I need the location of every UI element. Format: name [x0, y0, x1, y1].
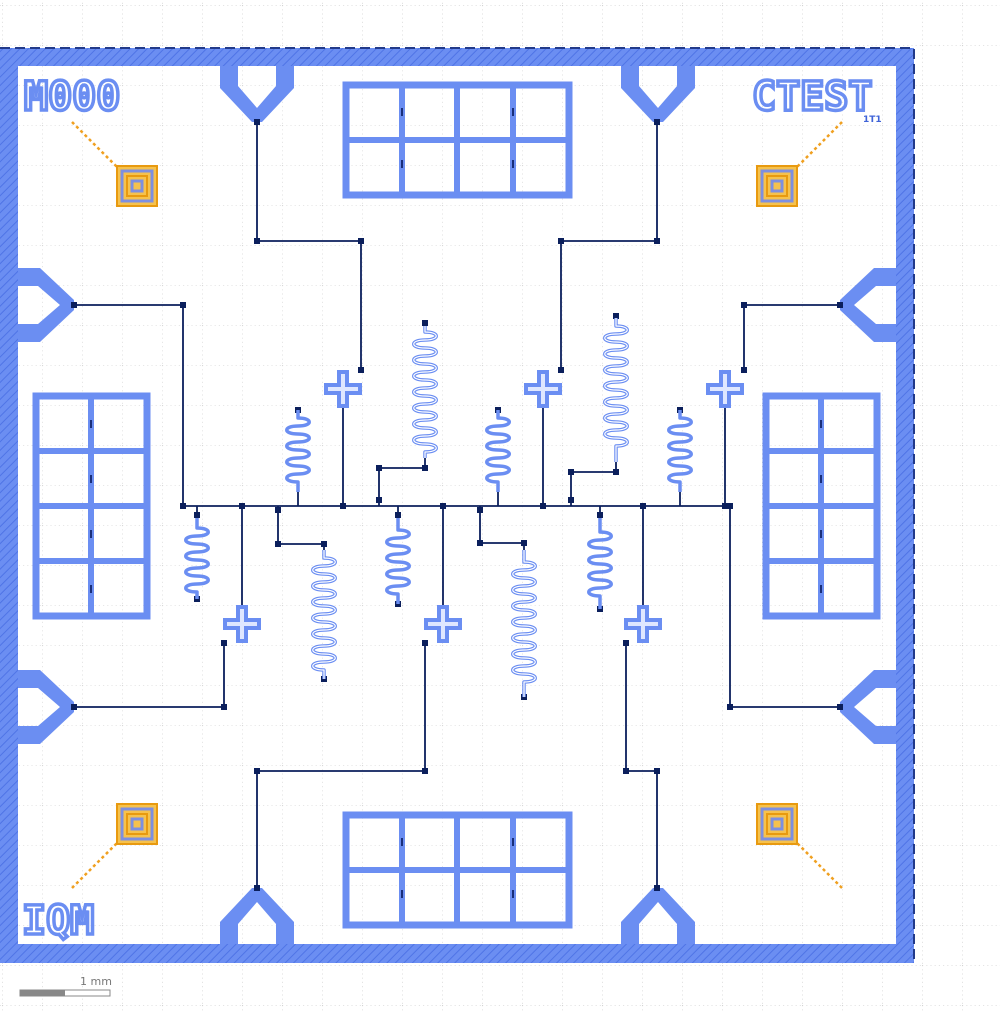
meander-resonator-icon[interactable] — [285, 410, 311, 492]
chip-label-top-right: CTEST — [752, 74, 872, 120]
meander-resonator-icon[interactable] — [587, 518, 613, 609]
launcher-pad-icon[interactable] — [840, 670, 896, 744]
launcher-pad-icon[interactable] — [840, 268, 896, 342]
chip-sublabel-top-right: 1T1 — [863, 115, 882, 125]
launcher-pad-icon[interactable] — [18, 670, 74, 744]
launcher-pad-icon[interactable] — [220, 888, 294, 944]
meander-resonator-icon[interactable] — [667, 410, 693, 492]
meander-resonator-icon[interactable] — [184, 518, 210, 599]
launcher-pad-icon[interactable] — [621, 888, 695, 944]
meander-resonator-icon[interactable] — [485, 410, 511, 492]
alignment-markers — [71, 121, 843, 889]
meander-resonator-icon[interactable] — [385, 518, 411, 604]
chip-label-top-left: M000 — [24, 74, 120, 120]
scale-bar: 1 mm — [19, 975, 112, 997]
launcher-pad-icon[interactable] — [18, 268, 74, 342]
alignment-marker-icon[interactable] — [115, 802, 159, 846]
meander-resonators — [184, 318, 693, 697]
chip-label-bottom-left: IQM — [22, 898, 94, 944]
alignment-marker-icon[interactable] — [755, 164, 799, 208]
alignment-marker-icon[interactable] — [115, 164, 159, 208]
pad-array-top — [342, 81, 573, 199]
alignment-marker-icon[interactable] — [755, 802, 799, 846]
launcher-pad-icon[interactable] — [621, 66, 695, 122]
pad-array-left — [32, 392, 151, 620]
launcher-pad-icon[interactable] — [220, 66, 294, 122]
launcher-pads — [18, 66, 896, 944]
pad-array-bottom — [342, 811, 573, 929]
scale-bar-label: 1 mm — [80, 975, 112, 988]
wiring-traces — [74, 122, 840, 888]
pad-array-right — [762, 392, 881, 620]
